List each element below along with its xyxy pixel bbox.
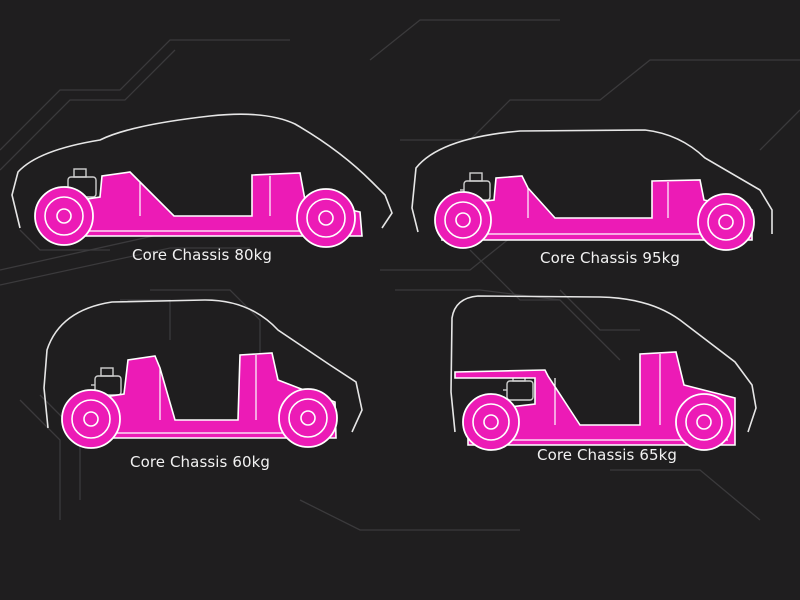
hatchback-chassis-frame [47, 171, 363, 237]
city-car-front-wheel [61, 389, 121, 449]
vehicle-city-car [43, 299, 363, 449]
caption-hatchback: Core Chassis 80kg [132, 246, 273, 264]
background-circuit-lines [0, 19, 800, 531]
hatchback-body-outline [11, 113, 393, 229]
van-chassis-frame [454, 351, 736, 446]
hatchback-rear-wheel [296, 188, 356, 248]
vehicle-hatchback [11, 113, 393, 248]
caption-van: Core Chassis 65kg [537, 446, 678, 464]
caption-city-car: Core Chassis 60kg [130, 453, 271, 471]
van-body-outline [450, 295, 757, 433]
caption-mpv: Core Chassis 95kg [540, 249, 681, 267]
mpv-body-outline [411, 129, 773, 234]
vehicle-van [450, 295, 757, 451]
vehicle-mpv [411, 129, 773, 251]
city-car-body-outline [43, 299, 363, 433]
city-car-rear-wheel [278, 388, 338, 448]
mpv-rear-wheel [697, 193, 755, 251]
van-front-wheel [462, 393, 520, 451]
van-rear-wheel [675, 393, 733, 451]
hatchback-front-wheel [34, 186, 94, 246]
mpv-front-wheel [434, 191, 492, 249]
